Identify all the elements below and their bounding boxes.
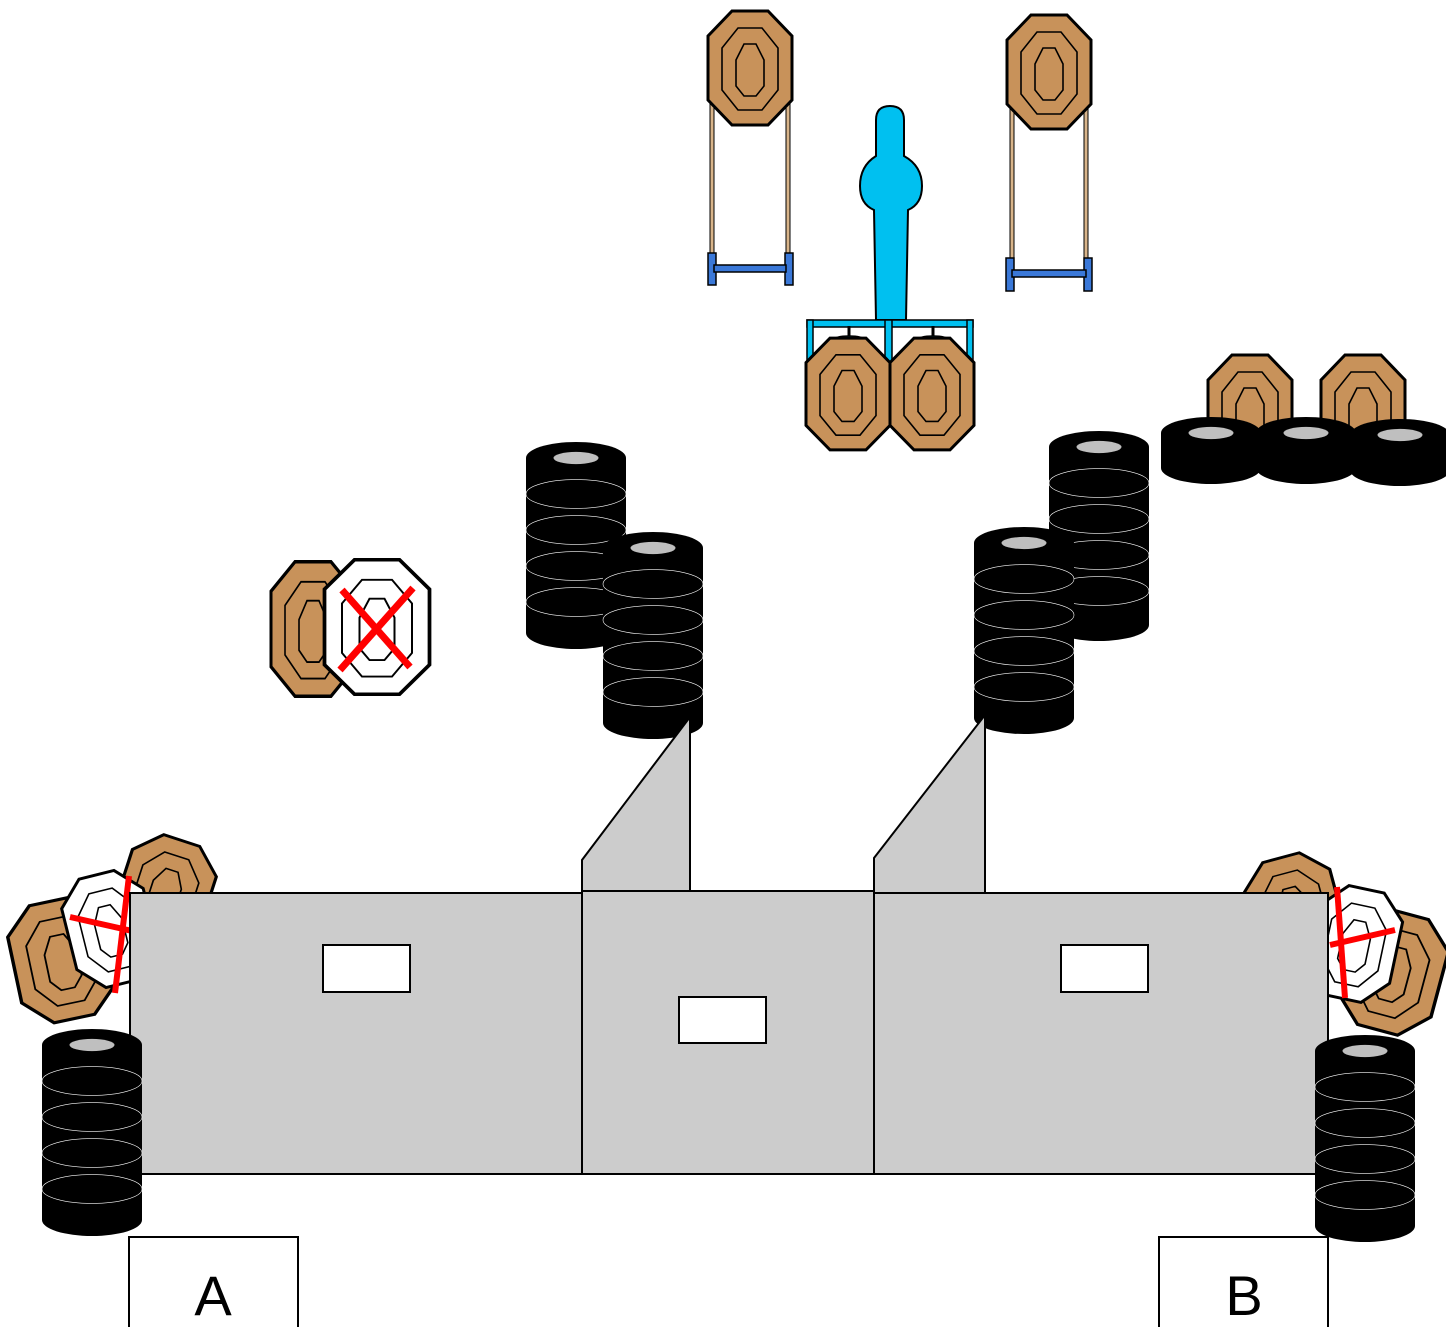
barricade-wall-icon — [129, 890, 1329, 1175]
paper-target — [888, 336, 976, 452]
target-group-mid-left — [269, 557, 432, 699]
wing-wall-left — [581, 714, 691, 894]
tire-stack-icon — [1256, 417, 1356, 484]
paper-target — [1005, 13, 1093, 131]
shooting-position-a: A — [128, 1236, 299, 1327]
tire-stack-icon — [41, 1029, 143, 1236]
target-stand-left — [706, 9, 794, 286]
shooting-position-b: B — [1158, 1236, 1329, 1327]
paper-target — [804, 336, 892, 452]
shooting-position-a-label: A — [194, 1264, 232, 1327]
tire-stack-icon — [1350, 419, 1446, 486]
wing-wall-right — [873, 712, 986, 894]
target-stand-right — [1005, 13, 1093, 292]
tire-stacks-front — [41, 1029, 1416, 1242]
popper-steel-icon — [858, 104, 924, 321]
tire-stack-icon — [1161, 417, 1261, 484]
wall-port-icon — [1060, 944, 1149, 993]
swinger-frame — [804, 319, 976, 452]
target-group-right-corner — [1236, 844, 1446, 1045]
tire-stacks — [525, 417, 1446, 739]
wall-port-icon — [322, 944, 411, 993]
paper-target — [706, 9, 794, 127]
tire-stack-icon — [602, 532, 704, 739]
tire-stack-icon — [1314, 1035, 1416, 1242]
tire-stack-icon — [973, 527, 1075, 734]
shooting-position-b-label: B — [1225, 1264, 1262, 1327]
wall-port-icon — [678, 996, 767, 1044]
